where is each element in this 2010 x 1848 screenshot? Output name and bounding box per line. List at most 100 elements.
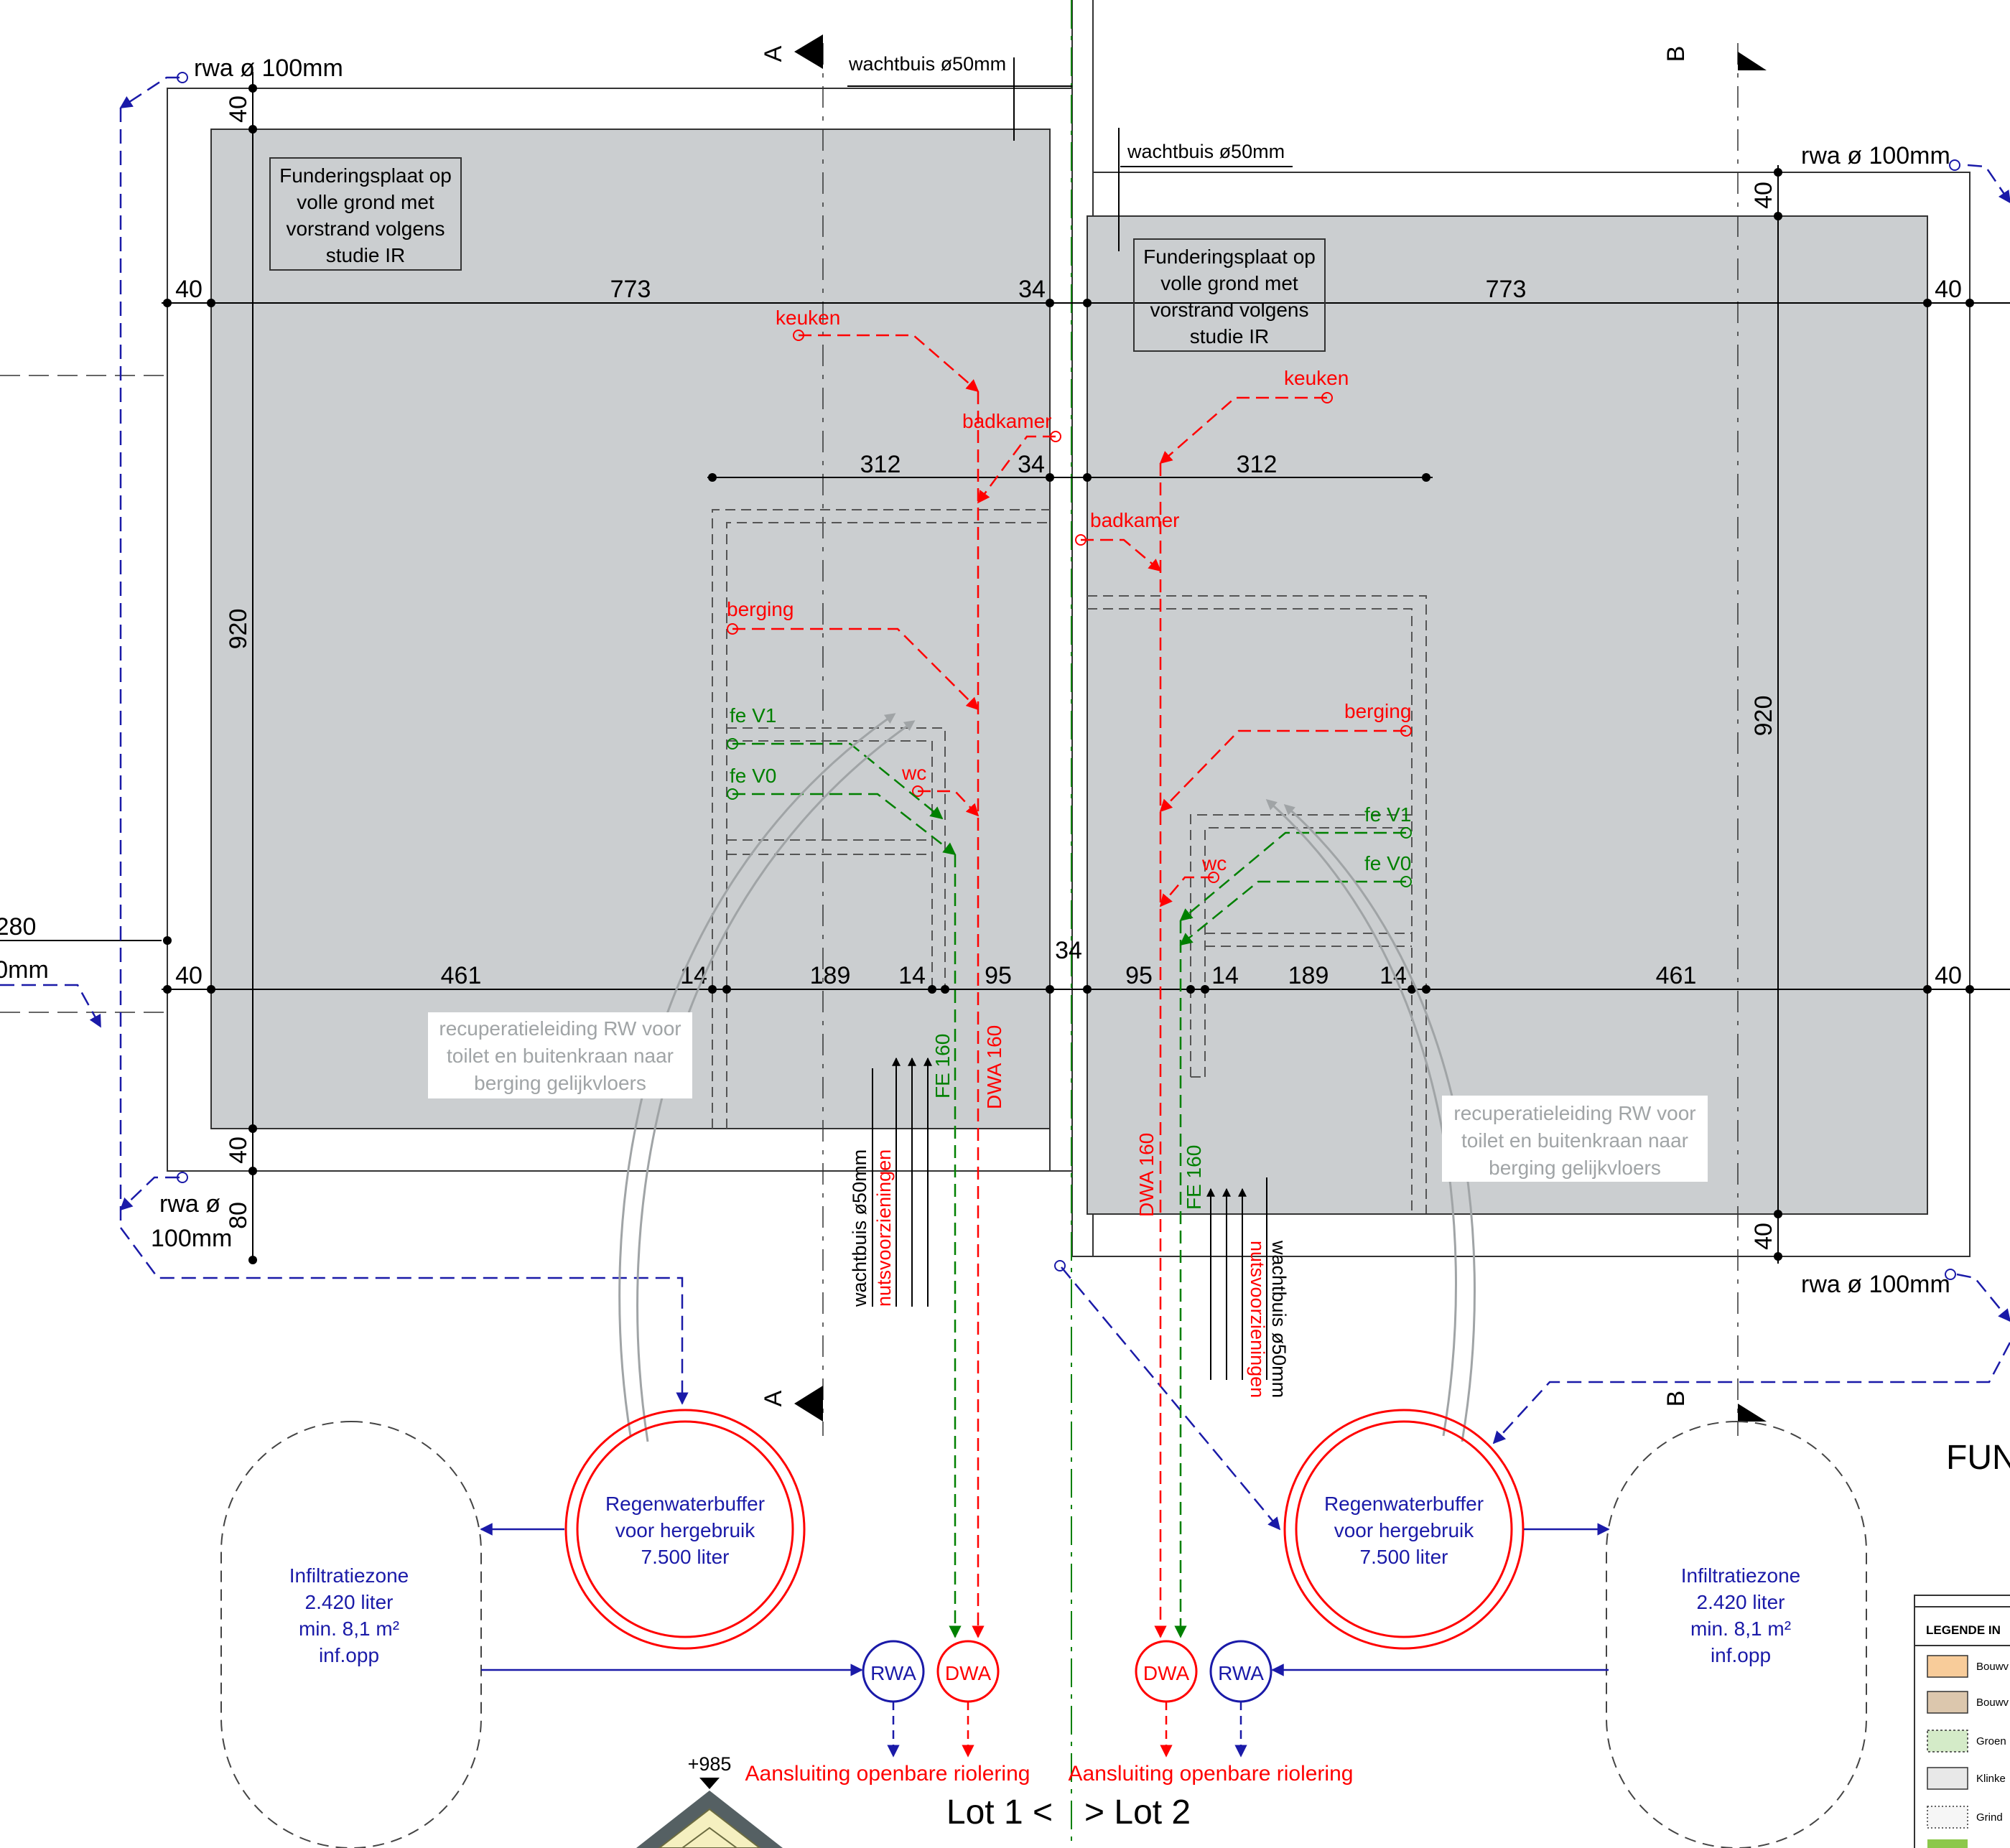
dim-lot2-bottom-95: 95	[1125, 962, 1153, 989]
section-label-b-top: B	[1662, 46, 1690, 62]
lot2-keuken-node	[1321, 392, 1333, 403]
lot1-badkamer-label: badkamer	[962, 410, 1052, 432]
lot2-dwa160-label: DWA 160	[1135, 1133, 1158, 1217]
lot1-rainwater-buffer	[564, 1409, 806, 1650]
lot2-recup-line-1: recuperatieleiding RW voor	[1453, 1102, 1695, 1124]
lot2-infiltration-line-1: Infiltratiezone	[1681, 1564, 1801, 1587]
lot1-badkamer-node	[1050, 431, 1061, 442]
lot2-fev0-node	[1400, 876, 1412, 887]
dimension-lines	[0, 72, 2010, 1264]
lot1-note-line-3: vorstrand volgens	[286, 218, 445, 240]
lot2-badkamer-node	[1075, 534, 1087, 546]
section-label-b-bottom: B	[1662, 1391, 1690, 1407]
legend-swatch-1	[1927, 1691, 1968, 1714]
lot1-wc-node	[912, 785, 923, 797]
lot1-foundation-note-box	[269, 157, 462, 271]
lot1-wachtbuis-leader	[847, 57, 1072, 141]
lot1-foundation-slab	[210, 129, 1051, 1129]
lot2-nuts-vertical: nutsvoorzieningen	[1247, 1241, 1268, 1398]
rwa-node-lot1-top	[177, 72, 188, 83]
lot2-infiltration-line-4: inf.opp	[1711, 1644, 1771, 1666]
lot1-berging-node	[727, 623, 738, 635]
rwa-node-middle	[1054, 1260, 1066, 1271]
overflow-arrows	[480, 1523, 1610, 1676]
lot1-recup-note-box	[428, 1012, 692, 1098]
lot1-recup-line-1: recuperatieleiding RW voor	[439, 1017, 681, 1040]
lot1-aansluiting-label: Aansluiting openbare riolering	[745, 1762, 1030, 1786]
level-marker-triangle	[699, 1778, 720, 1789]
legend-swatch-0	[1927, 1655, 1968, 1678]
dim-lot1-top-773: 773	[610, 276, 651, 303]
rwa-label-lot2-bottom: rwa ø 100mm	[1801, 1271, 1950, 1298]
dimension-ticks	[163, 84, 1974, 1264]
lot2-note-line-2: volle grond met	[1160, 272, 1298, 294]
lot2-wachtbuis-label: wachtbuis ø50mm	[1127, 141, 1285, 162]
legend-swatch-5	[1927, 1839, 1968, 1848]
lot2-berging-label: berging	[1344, 700, 1411, 722]
lot2-dwa-connection-label: DWA	[1143, 1662, 1190, 1684]
dim-lot1-vert-920: 920	[225, 609, 252, 650]
lot-connector-lines	[1049, 0, 1094, 1257]
rwa-node-lot1-bottom	[177, 1172, 188, 1183]
dim-lot1-bottom-40: 40	[175, 962, 203, 989]
lot1-note-line-1: Funderingsplaat op	[279, 164, 452, 187]
lot1-fe-pipes	[732, 742, 962, 1638]
lot1-rwa-connection-label: RWA	[870, 1662, 916, 1684]
lot2-utility-conduits	[1206, 1177, 1267, 1380]
lot1-note-line-4: studie IR	[326, 244, 406, 266]
rwa-label-lot1-bottom-2: 100mm	[151, 1225, 232, 1252]
dim-lot2-bottom-40: 40	[1935, 962, 1962, 989]
lot1-dwa-pipes	[732, 334, 1056, 1638]
dim-lot1-bottom-14a: 14	[680, 962, 707, 989]
dim-lot2-vert-40a: 40	[1750, 182, 1777, 209]
lot2-rwa-connection-label: RWA	[1218, 1662, 1264, 1684]
dim-left-280: 280	[0, 913, 36, 941]
lot1-keuken-node	[793, 330, 804, 341]
dim-lot1-vert-80: 80	[225, 1202, 252, 1229]
dim-lot1-bottom-14b: 14	[898, 962, 926, 989]
lot2-aansluiting-label: Aansluiting openbare riolering	[1069, 1762, 1354, 1786]
dim-lot2-bottom-14a: 14	[1211, 962, 1239, 989]
dim-left-0mm: 0mm	[0, 956, 49, 984]
lot1-wachtbuis-label: wachtbuis ø50mm	[848, 53, 1006, 75]
lot1-nuts-vertical: nutsvoorzieningen	[873, 1149, 895, 1307]
rwa-downpipes	[0, 76, 2010, 1531]
legend-label-2: Groen	[1976, 1735, 2006, 1747]
lot1-recup-line-2: toilet en buitenkraan naar	[447, 1045, 674, 1067]
dim-lot1-bottom-189: 189	[810, 962, 851, 989]
lot2-fe160-label: FE 160	[1183, 1145, 1205, 1210]
section-markers	[794, 34, 1767, 1422]
legend-label-4: Grind	[1976, 1811, 2003, 1824]
dim-lot2-top-40: 40	[1935, 276, 1962, 303]
dim-lot2-vert-920: 920	[1750, 696, 1777, 737]
lot1-fev1-label: fe V1	[730, 704, 776, 727]
lot2-wachtbuis-leader	[1118, 128, 1293, 251]
lot2-recup-line-2: toilet en buitenkraan naar	[1461, 1129, 1688, 1152]
lot1-utility-conduits	[872, 1057, 932, 1307]
lot2-wc-node	[1208, 872, 1219, 883]
legend-label-0: Bouwv	[1976, 1661, 2009, 1673]
dim-lot1-top-34: 34	[1018, 276, 1046, 303]
lot2-dwa-pipes	[1081, 396, 1406, 1638]
lot1-buffer-line-2: voor hergebruik	[615, 1519, 756, 1541]
legend-swatch-4	[1927, 1806, 1968, 1829]
lot2-wc-label: wc	[1201, 852, 1227, 874]
lot2-fev1-label: fe V1	[1364, 803, 1411, 826]
drawing-title-fragment: FUN	[1946, 1439, 2010, 1477]
lot1-berging-label: berging	[727, 598, 794, 620]
dim-lot1-vert-40b: 40	[225, 1137, 252, 1164]
lot2-label: > Lot 2	[1084, 1793, 1191, 1831]
lot1-recup-line-3: berging gelijkvloers	[474, 1072, 646, 1094]
lot1-fev0-node	[727, 788, 738, 800]
dim-lot1-bottom-461: 461	[441, 962, 482, 989]
dim-lot2-bottom-189: 189	[1288, 962, 1329, 989]
sewer-drop-arrows	[887, 1702, 1247, 1758]
dim-lot2-bottom-461: 461	[1656, 962, 1697, 989]
lot2-infiltration-zone	[1606, 1421, 1867, 1848]
rwa-node-lot2-top	[1949, 159, 1960, 171]
lot2-foundation-note-box	[1133, 238, 1326, 352]
section-label-a-top: A	[760, 45, 787, 62]
rwa-node-lot2-bottom	[1945, 1269, 1956, 1280]
legend-label-1: Bouwv	[1976, 1697, 2009, 1709]
